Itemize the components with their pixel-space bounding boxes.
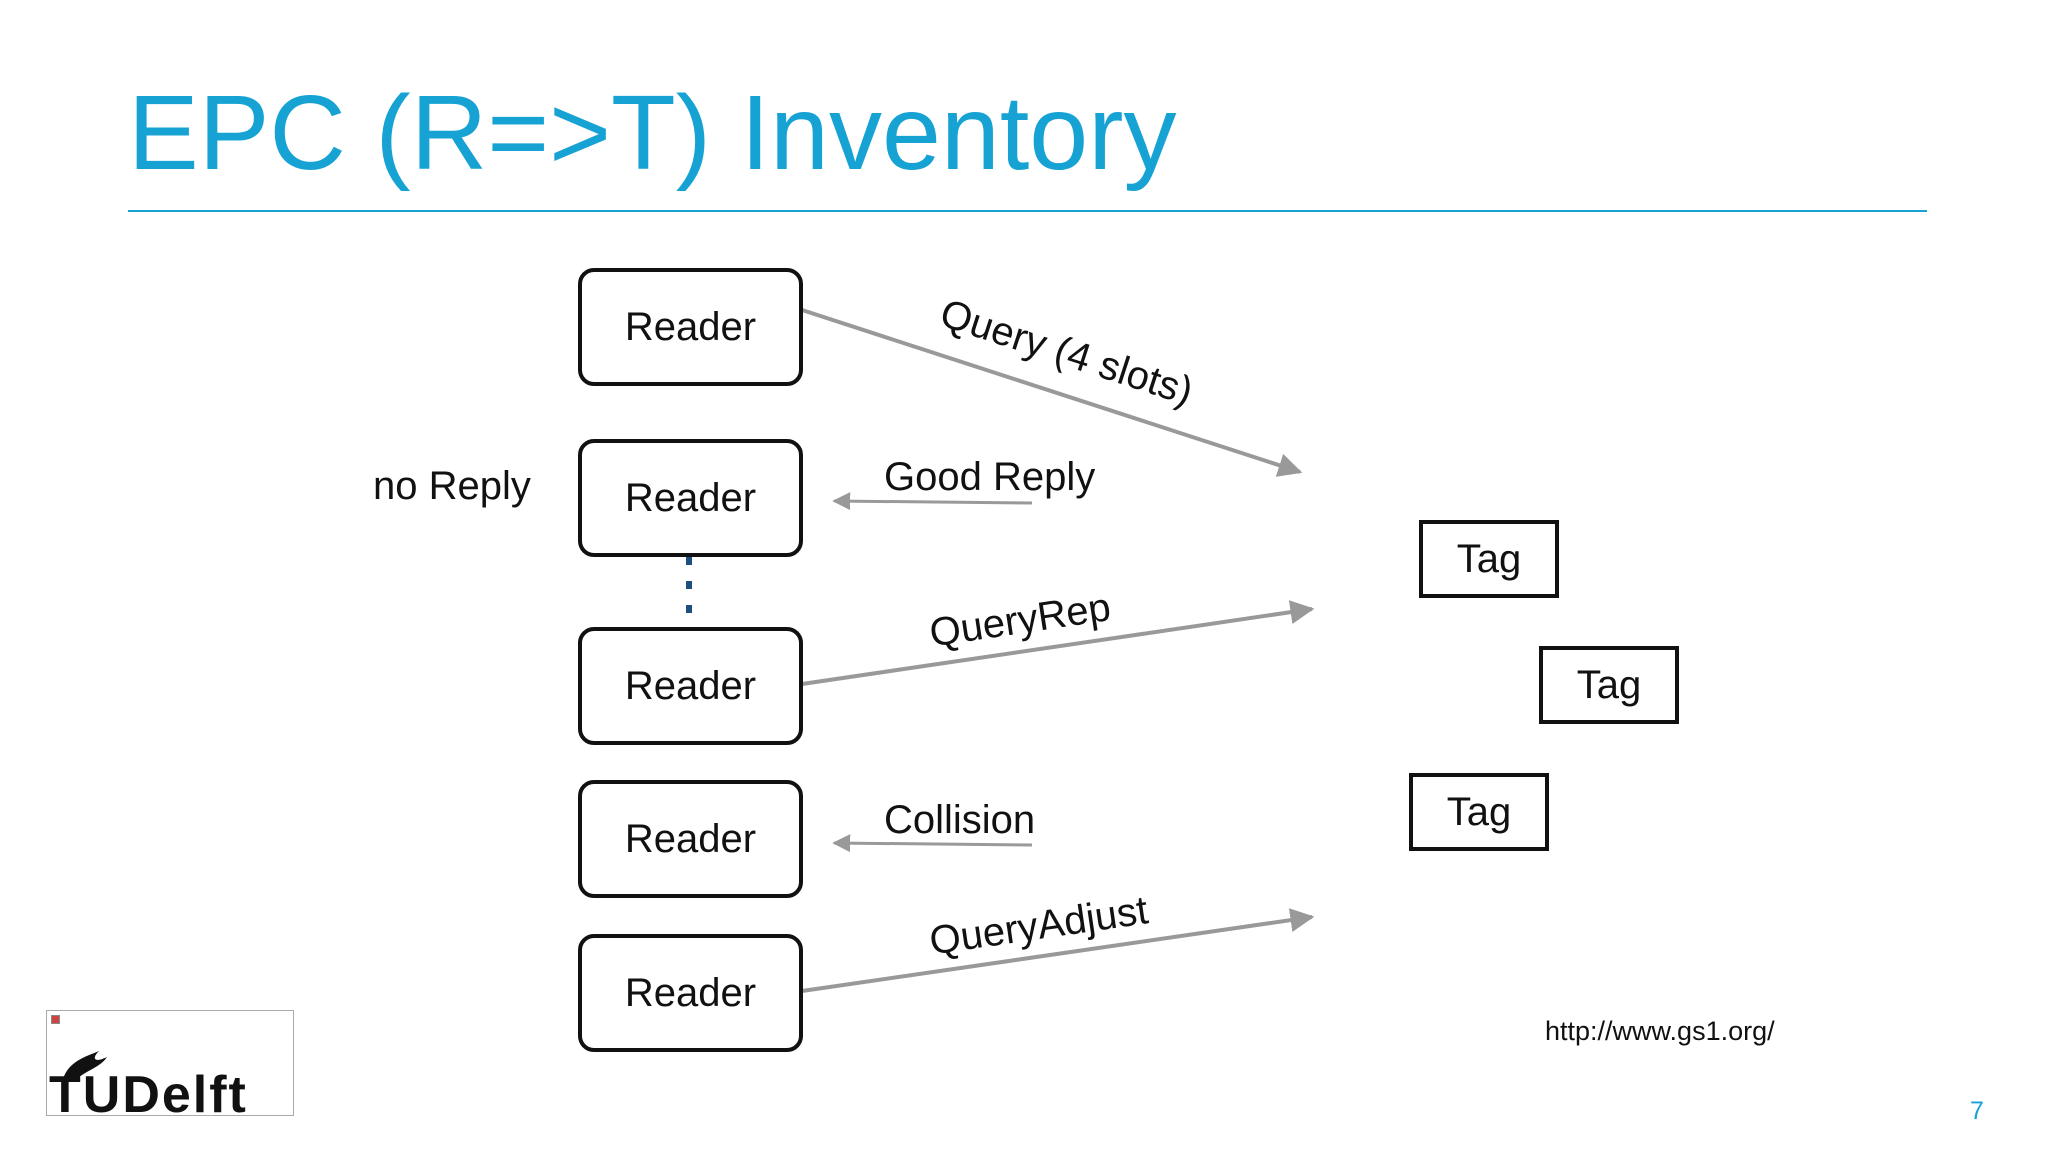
page-number: 7	[1970, 1097, 1984, 1125]
flame-icon	[63, 1051, 107, 1079]
query-adjust-arrow	[801, 908, 1315, 993]
reader-box: Reader	[578, 268, 803, 386]
reader-box: Reader	[578, 439, 803, 557]
tag-box: Tag	[1409, 773, 1549, 851]
tudelft-logo: TUDelft	[46, 1010, 294, 1121]
title-divider	[128, 210, 1927, 212]
reader-box: Reader	[578, 780, 803, 898]
source-url: http://www.gs1.org/	[1545, 1016, 1775, 1046]
query-rep-arrow	[801, 600, 1315, 686]
reader-box: Reader	[578, 934, 803, 1052]
query-arrow	[801, 308, 1303, 477]
collision-arrow	[832, 834, 1033, 853]
logo-wordmark: TUDelft	[49, 1066, 248, 1124]
reader-box: Reader	[578, 627, 803, 745]
collision-label: Collision	[884, 798, 1036, 842]
broken-image-icon	[51, 1015, 60, 1024]
good-reply-arrow	[832, 492, 1033, 511]
tag-box: Tag	[1539, 646, 1679, 724]
slide-title: EPC (R=>T) Inventory	[128, 74, 1177, 192]
no-reply-label: no Reply	[373, 464, 531, 508]
tag-box: Tag	[1419, 520, 1559, 598]
good-reply-label: Good Reply	[884, 455, 1096, 499]
